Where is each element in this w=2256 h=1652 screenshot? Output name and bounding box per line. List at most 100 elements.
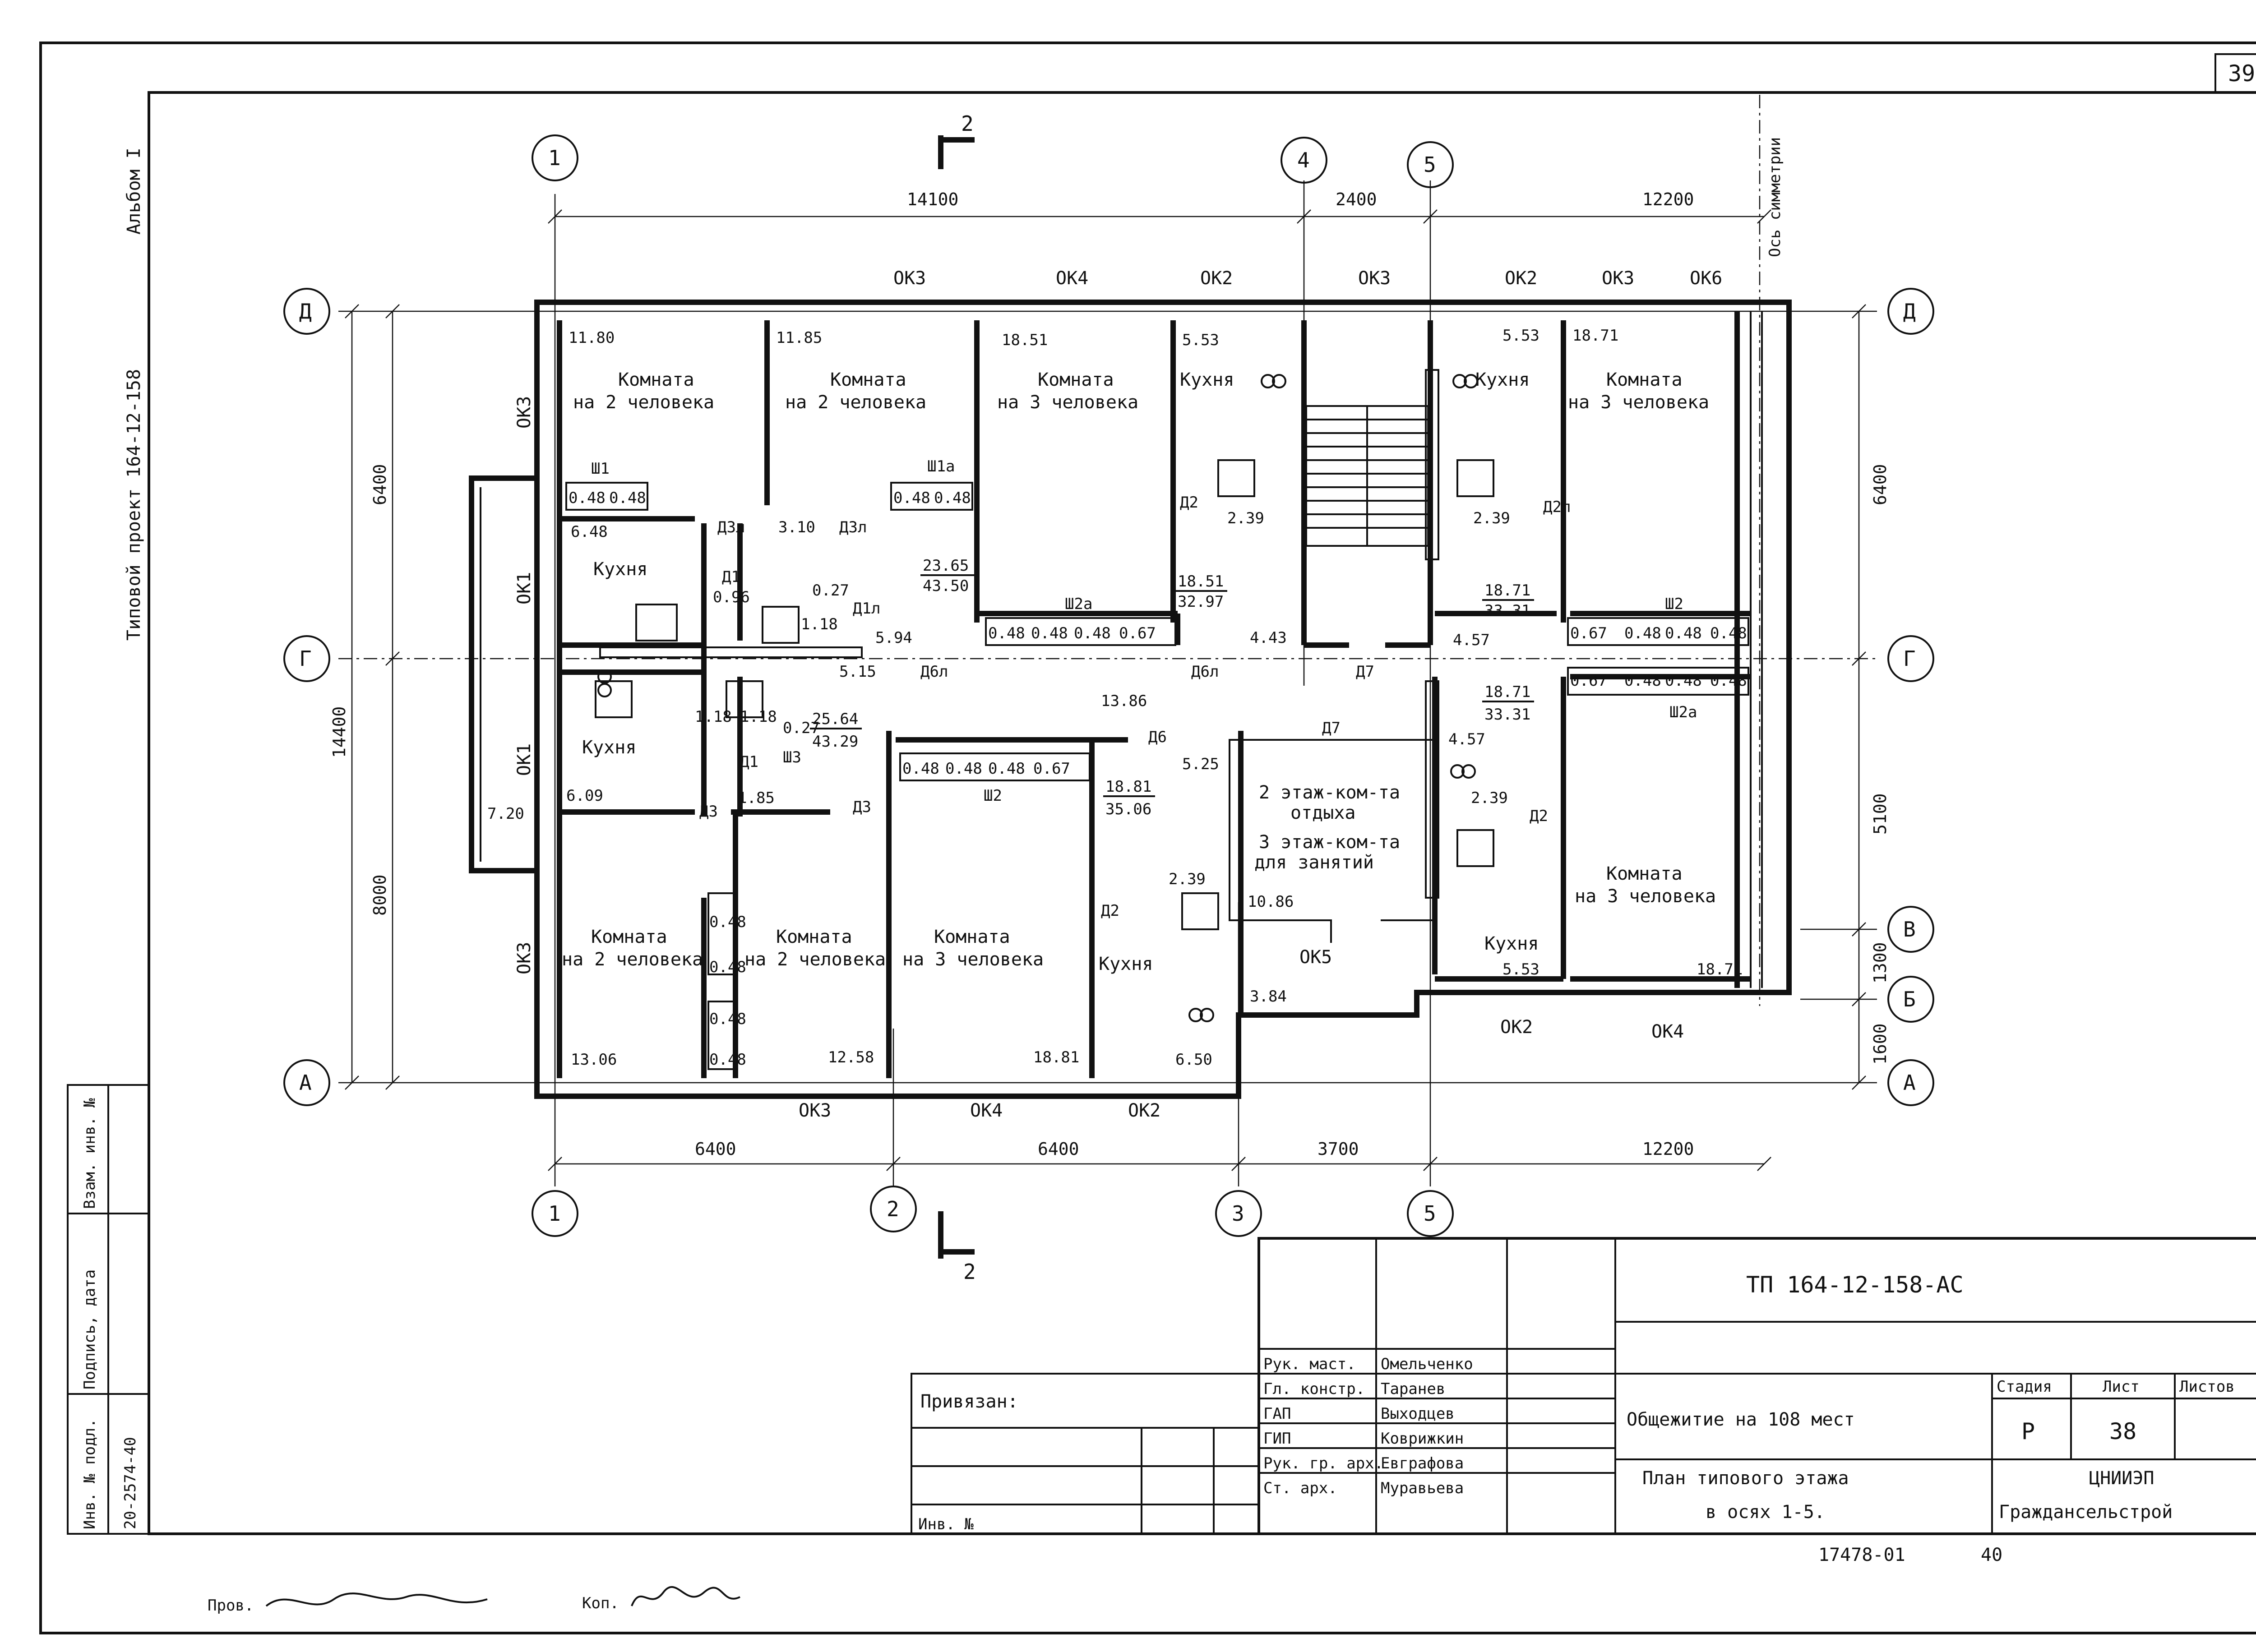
dim-right-3: 1300	[1870, 942, 1890, 983]
svg-text:33.31: 33.31	[1484, 706, 1530, 724]
sheet-title-line2: в осях 1-5.	[1706, 1502, 1825, 1523]
svg-text:Д2: Д2	[1180, 494, 1198, 512]
bound-label: Привязан:	[920, 1391, 1018, 1412]
axis-bubble-D-left: Д	[283, 288, 330, 335]
axis-bubble-3-bottom: 3	[1215, 1190, 1262, 1237]
svg-text:18.51: 18.51	[1178, 572, 1224, 591]
svg-text:Д1л: Д1л	[853, 600, 880, 618]
svg-text:Д3: Д3	[853, 798, 871, 816]
copied-signature	[631, 1586, 740, 1606]
section-mark-bottom: 2	[938, 1211, 976, 1284]
window-top-3: ОК2	[1200, 268, 1233, 289]
window-top-5: ОК2	[1505, 268, 1537, 289]
svg-text:Д6: Д6	[1148, 728, 1167, 746]
room-2p-c-line: Комната	[591, 927, 667, 947]
area: 2.39	[1471, 789, 1508, 807]
axis-lines	[338, 180, 1877, 1186]
area: 18.71	[1572, 327, 1618, 345]
room-2p-d-line: Комната	[776, 927, 852, 947]
room-2p-c: на 2 человека	[562, 949, 703, 970]
svg-text:0.48: 0.48	[1031, 624, 1068, 642]
area: 4.57	[1453, 631, 1490, 649]
svg-text:5: 5	[1424, 152, 1436, 177]
area: 18.81	[1033, 1048, 1079, 1066]
wardrobe-cells: 0.48 0.48 0.48 0.48 0.48 0.48 0.48 0.67 …	[565, 482, 1749, 1070]
study-room-line1: 3 этаж-ком-та	[1259, 832, 1400, 853]
drawing-frame	[148, 91, 2256, 1535]
room-labels: Комната на 2 человека Комната на 2 челов…	[562, 369, 1716, 974]
copied-label: Коп.	[582, 1594, 619, 1612]
stage-value: Р	[2021, 1418, 2035, 1444]
window-left-2: ОК1	[514, 572, 535, 605]
sheet-title-line1: План типового этажа	[1642, 1468, 1849, 1489]
role-5: Рук. гр. арх.	[1263, 1454, 1383, 1472]
area: 2.39	[1473, 509, 1510, 527]
area: 1.18	[740, 708, 777, 726]
svg-text:Д6л: Д6л	[1191, 663, 1219, 681]
svg-text:32.97: 32.97	[1178, 593, 1224, 611]
window-top-6: ОК3	[1602, 268, 1634, 289]
rest-room-line2: отдыха	[1290, 803, 1356, 823]
svg-text:43.29: 43.29	[812, 733, 858, 751]
kitchen-label-1: Кухня	[1180, 369, 1234, 390]
svg-text:Д7: Д7	[1356, 663, 1374, 681]
section-label-top: 2	[961, 111, 974, 136]
project-label: Типовой проект 164-12-158	[124, 369, 144, 641]
area: 6.50	[1175, 1051, 1212, 1069]
svg-text:Д6л: Д6л	[920, 663, 948, 681]
svg-text:1: 1	[548, 146, 561, 170]
inv-no-label: Инв. №	[918, 1515, 974, 1533]
svg-text:Г: Г	[299, 646, 312, 671]
svg-text:0.48: 0.48	[569, 489, 606, 507]
area: 5.53	[1182, 331, 1219, 349]
role-6: Ст. арх.	[1263, 1479, 1337, 1497]
axis-bubble-A-right: А	[1887, 1059, 1934, 1106]
name-5: Евграфова	[1381, 1454, 1464, 1472]
window-bottom-2: ОК4	[970, 1100, 1003, 1121]
area: 5.94	[875, 629, 912, 647]
section-mark-top: 2	[938, 111, 975, 169]
svg-text:18.71: 18.71	[1484, 581, 1530, 600]
stamp-signature-date: Подпись, дата	[81, 1269, 99, 1389]
axis-bubble-2-bottom: 2	[870, 1186, 917, 1232]
dim-top-1: 14100	[907, 189, 958, 209]
name-2: Таранев	[1381, 1380, 1445, 1398]
svg-text:0.48: 0.48	[709, 1051, 746, 1069]
svg-text:33.31: 33.31	[1484, 602, 1530, 620]
room-2p-a-line: Комната	[618, 369, 694, 390]
svg-text:А: А	[1903, 1071, 1916, 1095]
stage-label: Стадия	[1997, 1378, 2052, 1396]
svg-text:0.48: 0.48	[945, 760, 982, 778]
sheet-label: Лист	[2103, 1378, 2140, 1396]
kitchen-label-5: Кухня	[1099, 954, 1153, 974]
axis-bubble-1-top: 1	[532, 134, 578, 181]
svg-text:В: В	[1903, 917, 1916, 941]
area: 5.15	[839, 663, 876, 681]
svg-text:0.48: 0.48	[709, 958, 746, 976]
album-label: Альбом I	[124, 148, 144, 235]
dim-right-4: 1600	[1870, 1023, 1890, 1065]
svg-text:0.48: 0.48	[1710, 624, 1747, 642]
window-left-4: ОК3	[514, 942, 535, 974]
area: 4.43	[1250, 629, 1287, 647]
apartment-area-6: 18.71 33.31	[1482, 683, 1534, 724]
svg-text:0.48: 0.48	[934, 489, 971, 507]
svg-text:Д3л: Д3л	[717, 518, 745, 536]
dim-top-3: 12200	[1642, 189, 1694, 209]
window-top-1: ОК3	[893, 268, 926, 289]
kitchen-label-2: Кухня	[1475, 369, 1530, 390]
dim-left-3: 8000	[370, 874, 390, 916]
svg-text:0.48: 0.48	[988, 624, 1025, 642]
name-6: Муравьева	[1381, 1479, 1464, 1497]
svg-text:Ш2а: Ш2а	[1065, 595, 1092, 613]
window-openings	[781, 300, 1678, 1099]
door-marks: Ш1 Ш1а Ш2а Ш2 Ш2а Ш2 Ш3 Д3л Д3л Д1 Д2 Д2…	[591, 457, 1697, 920]
area: 10.86	[1248, 893, 1294, 911]
area-values: 11.80 11.85 18.51 5.53 5.53 18.71 6.48 3…	[487, 327, 1749, 1070]
room-3p-c-line: Комната	[934, 927, 1010, 947]
name-4: Коврижкин	[1381, 1430, 1464, 1448]
area: 3.10	[778, 518, 815, 536]
svg-text:0.67: 0.67	[1033, 760, 1070, 778]
axis-bubble-1-bottom: 1	[532, 1190, 578, 1237]
